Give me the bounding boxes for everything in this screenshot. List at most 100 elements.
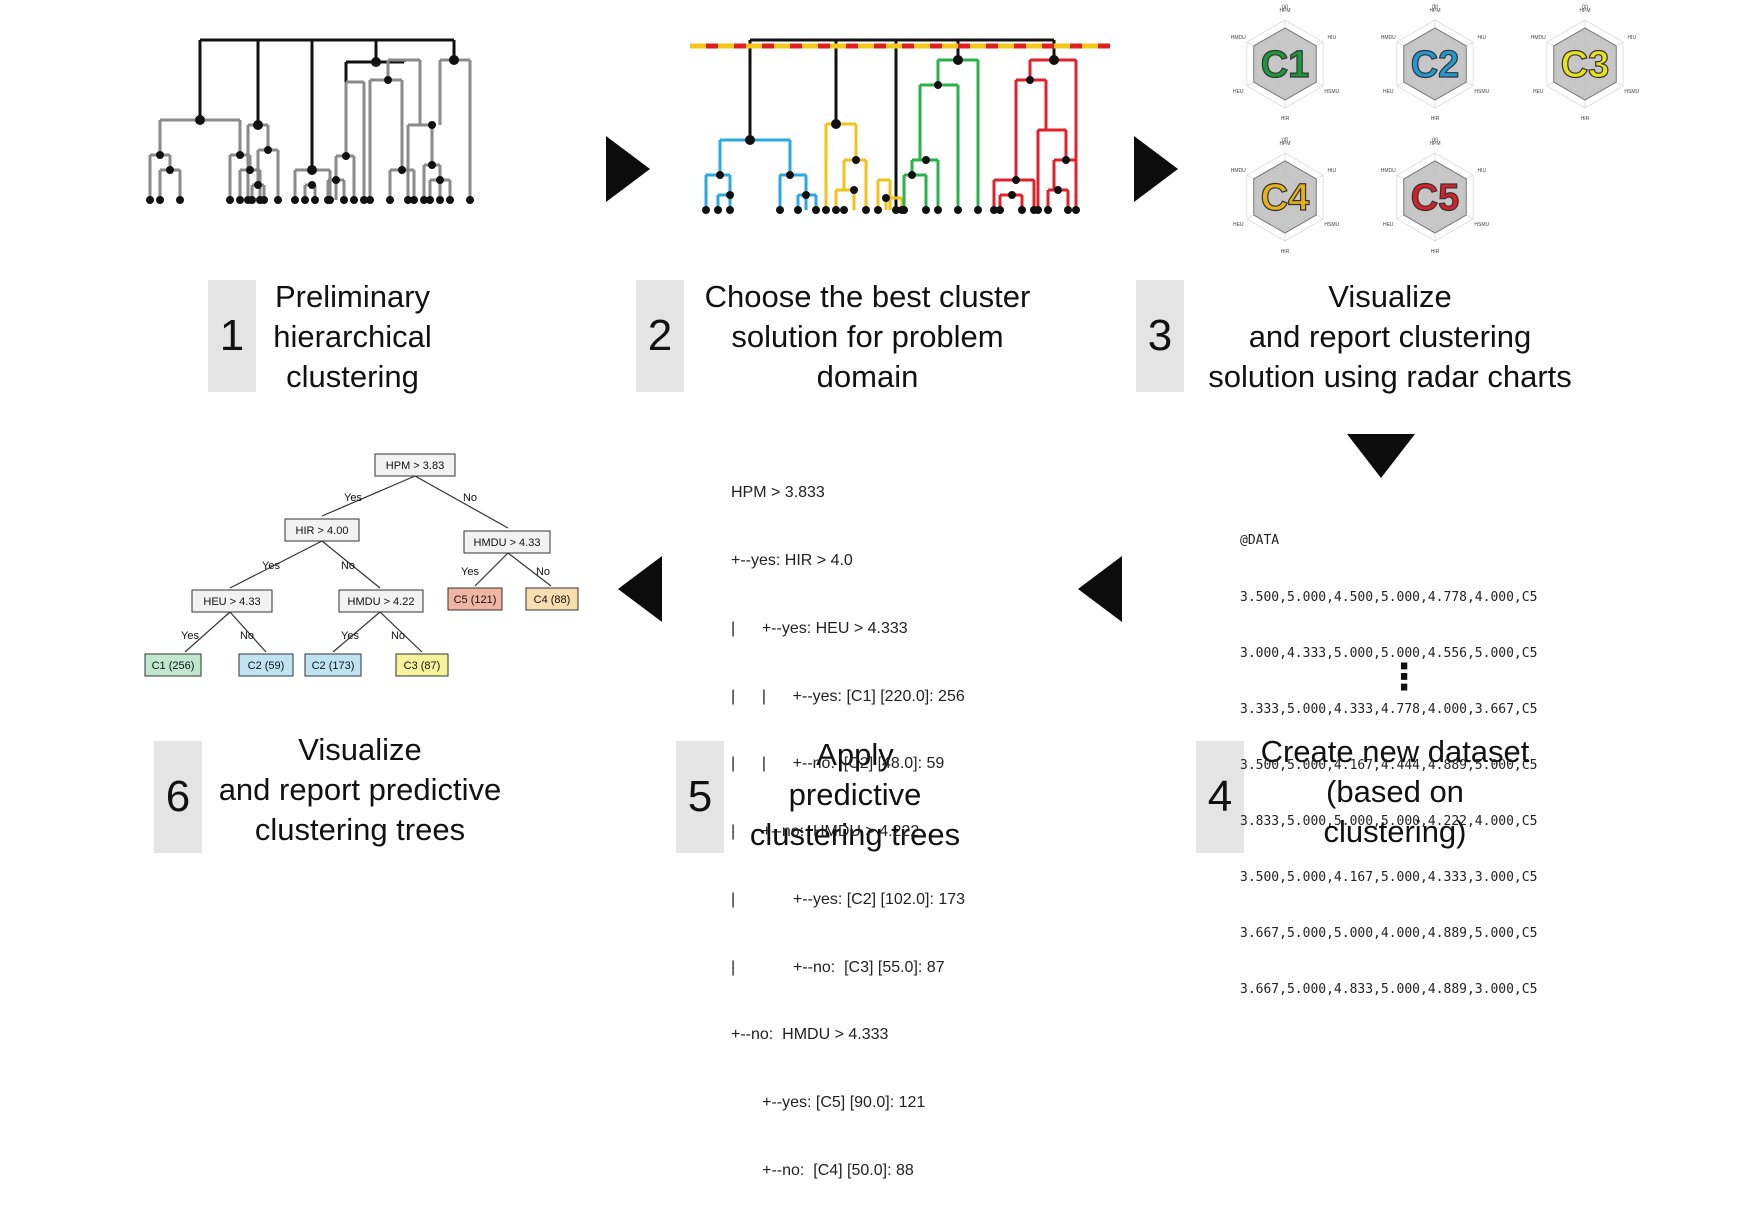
radar-panel-label: (b) [1432,4,1438,10]
arrow-left-2-icon [618,556,662,622]
tree-node-hir [284,518,360,542]
caption-line: Visualize [1328,279,1452,314]
dataset-row: 3.500,5.000,4.500,5.000,4.778,4.000,C5 [1240,589,1538,605]
edge-label-no: No [240,630,254,642]
tree-node-hmdu-left-label: HMDU > 4.22 [348,596,415,608]
dataset-row: 3.667,5.000,4.833,5.000,4.889,3.000,C5 [1240,982,1538,998]
caption-line: and report predictive [218,772,502,807]
caption-line: Create new dataset [1260,734,1530,769]
pct-line: | +--no: HMDU > 4.222 [731,823,920,841]
radar-axis-label: HMDU [1231,35,1246,41]
dataset-listing: @DATA 3.500,5.000,4.500,5.000,4.778,4.00… [1240,495,1537,1019]
radar-axis-label: HPM [1279,141,1290,147]
edge-label-yes: Yes [262,560,280,572]
dataset-row: 3.667,5.000,5.000,4.000,4.889,5.000,C5 [1240,926,1538,942]
radar-panel-label: (a) [1282,4,1288,10]
radar-cluster-label: C2 [1411,44,1460,86]
radar-axis-label: HSMU [1474,89,1489,95]
step-4-caption: Create new dataset (based on clustering) [1250,732,1540,852]
radar-axis-label: HPM [1279,8,1290,14]
radar-axis-label: HPM [1429,141,1440,147]
radar-axis-label: HIU [1477,35,1486,41]
step-5-number: 5 [676,741,724,853]
tree-leaf-c5 [447,587,503,611]
step-4-number: 4 [1196,741,1244,853]
tree-leaf-c2b-label: C2 (173) [312,660,355,672]
radar-axis-label: HEU [1233,89,1244,95]
radar-axis-label: HIU [1477,168,1486,174]
step-6-caption: Visualize and report predictive clusteri… [205,730,515,850]
pct-text-output: HPM > 3.833 +--yes: HIR > 4.0 | +--yes: … [731,437,965,1205]
radar-shape [1253,160,1317,234]
edge-label-no: No [391,630,405,642]
dataset-row: 3.833,5.000,5.000,5.000,4.222,4.000,C5 [1240,813,1538,829]
tree-leaf-c4 [525,587,579,611]
radar-panel-label: (e) [1432,137,1438,143]
radar-shape [1403,27,1467,101]
edge-label-yes: Yes [461,566,479,578]
radar-axis-label: HMDU [1381,168,1396,174]
radar-axis-label: HMDU [1381,35,1396,41]
caption-line: Visualize [298,732,422,767]
radar-axis-label: HIU [1627,35,1636,41]
step-1-caption: Preliminary hierarchical clustering [250,277,455,397]
dataset-row: 3.000,4.333,5.000,5.000,4.556,5.000,C5 [1240,645,1538,661]
arrow-right-2-icon [1134,136,1178,202]
edge-label-no: No [463,492,477,504]
caption-line: clustering trees [254,812,466,847]
caption-line: Choose the best cluster [704,279,1031,314]
caption-line: (based on [1326,774,1464,809]
dataset-row: 3.500,5.000,4.167,4.444,4.889,5.000,C5 [1240,757,1538,773]
tree-node-root [374,453,456,477]
tree-leaf-c1 [144,653,202,677]
tree-leaf-c5-label: C5 (121) [454,594,497,606]
edge-label-no: No [536,566,550,578]
radar-axis-label: HSMU [1324,222,1339,228]
dataset-header: @DATA [1240,533,1280,549]
tree-leaf-c2b [304,653,362,677]
step-1-number: 1 [208,280,256,392]
caption-line: clustering [286,359,419,394]
tree-leaf-c2a [238,653,294,677]
caption-line: hierarchical [273,319,432,354]
pct-line: | | +--yes: [C1] [220.0]: 256 [731,687,965,705]
radar-axis-label: HSMU [1474,222,1489,228]
radar-axis-label: HIR [1281,249,1290,255]
pct-line: | | +--no: [C2] [48.0]: 59 [731,755,945,773]
radar-panel-label: (d) [1282,137,1288,143]
step-6-number: 6 [154,741,202,853]
tree-leaf-c4-label: C4 (88) [534,594,571,606]
pct-line: +--yes: [C5] [90.0]: 121 [731,1094,926,1112]
step-3-caption: Visualize and report clustering solution… [1190,277,1590,397]
radar-axis-label: HEU [1233,222,1244,228]
dataset-ellipsis: ⋮ [1386,657,1422,698]
radar-axis-label: HIU [1327,35,1336,41]
tree-node-heu-label: HEU > 4.33 [203,596,260,608]
arrow-down-icon [1347,434,1415,478]
tree-node-heu [191,589,273,613]
radar-axis-label: HEU [1383,222,1394,228]
edge-label-yes: Yes [344,492,362,504]
edge-label-yes: Yes [181,630,199,642]
caption-line: Apply [816,737,894,772]
pct-line: | +--yes: HEU > 4.333 [731,619,908,637]
tree-node-hmdu-right [463,530,551,554]
tree-leaf-c1-label: C1 (256) [152,660,195,672]
caption-line: solution for problem [731,319,1004,354]
caption-line: solution using radar charts [1208,359,1572,394]
pct-line: | +--no: [C3] [55.0]: 87 [731,958,945,976]
caption-line: clustering trees [749,817,961,852]
radar-axis-label: HEU [1533,89,1544,95]
step-3-number: 3 [1136,280,1184,392]
step-5-caption: Apply predictive clustering trees [730,735,980,855]
radar-cluster-label: C4 [1261,177,1310,219]
tree-node-hmdu-right-label: HMDU > 4.33 [474,537,541,549]
caption-line: predictive [788,777,922,812]
pct-line: +--yes: HIR > 4.0 [731,551,853,569]
caption-line: Preliminary [274,279,431,314]
radar-panel-label: (c) [1582,4,1588,10]
radar-axis-label: HIR [1431,116,1440,122]
arrow-left-1-icon [1078,556,1122,622]
